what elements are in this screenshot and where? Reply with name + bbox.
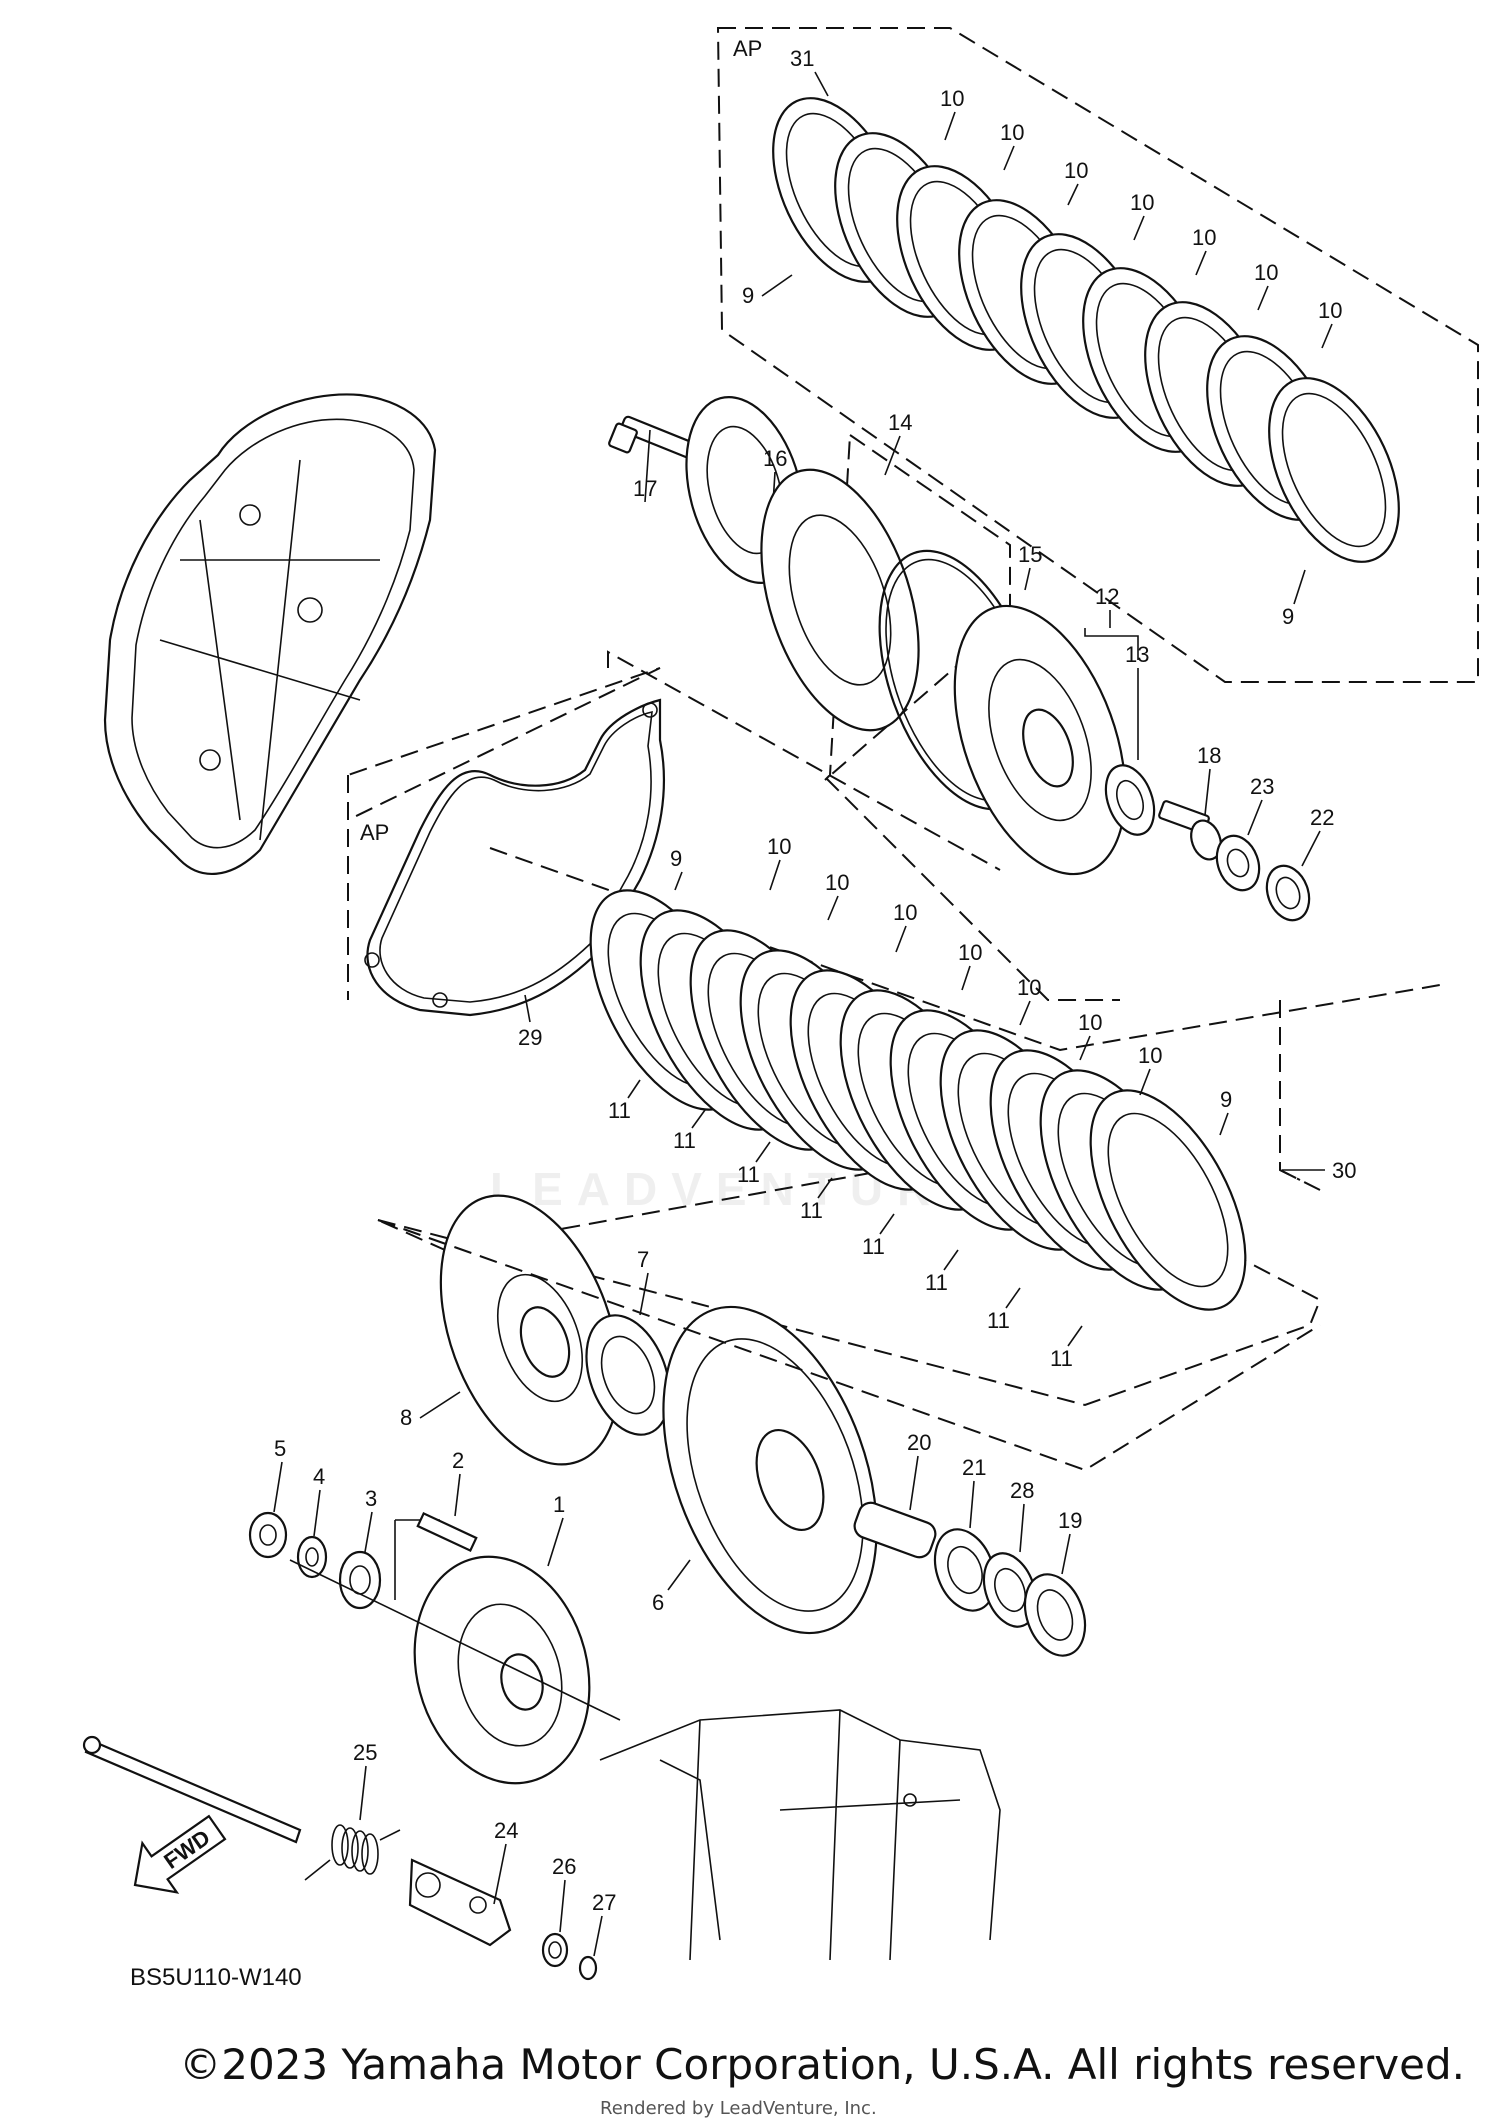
callout-28: 28 [1010,1478,1034,1503]
crankcase-cover [103,393,437,876]
callout-8: 8 [400,1405,412,1430]
callout-10-d: 10 [1130,190,1154,215]
callout-2: 2 [452,1448,464,1473]
callout-14: 14 [888,410,912,435]
callout-30: 30 [1332,1158,1356,1183]
callout-29: 29 [518,1025,542,1050]
callout-21: 21 [962,1455,986,1480]
callout-13: 13 [1125,642,1149,667]
pressure-plate-box [824,433,1120,1001]
callout-5: 5 [274,1436,286,1461]
engine-case [599,1709,1001,1961]
callout-11-m2: 11 [673,1128,696,1153]
callout-27: 27 [592,1890,616,1915]
top-friction-plates [772,97,1400,563]
callout-10-m2: 10 [825,870,849,895]
push-piece-18 [1158,800,1222,861]
callout-11-m6: 11 [925,1270,948,1295]
washer-19 [1023,1573,1087,1657]
callout-31: 31 [790,46,814,71]
nut-23 [1215,834,1261,892]
callout-18: 18 [1197,743,1221,768]
clip-27 [578,1955,598,1981]
callout-10-m5: 10 [1017,975,1041,1000]
callout-11-m4: 11 [800,1198,823,1223]
mid-plates [589,889,1247,1311]
nut-5 [248,1511,288,1559]
callout-3: 3 [365,1486,377,1511]
fwd-arrow-icon: FWD [133,1814,227,1894]
callout-9-top-left: 9 [742,283,754,308]
top-kit-box: AP [716,27,1479,683]
callout-9-mid-right: 9 [1220,1087,1232,1112]
washer-26 [541,1932,569,1968]
callout-10-m6: 10 [1078,1010,1102,1035]
callout-15: 15 [1018,542,1042,567]
callout-10-f: 10 [1254,260,1278,285]
callout-12: 12 [1095,584,1119,609]
callout-9-mid-left: 9 [670,846,682,871]
spring-25 [304,1824,401,1881]
callout-10-c: 10 [1064,158,1088,183]
callout-10-e: 10 [1192,225,1216,250]
cover-gasket [364,698,665,1017]
push-lever-shaft [82,1735,302,1844]
clutch-housing-6 [662,1305,878,1635]
callout-25: 25 [353,1740,377,1765]
callout-11-m3: 11 [737,1162,760,1187]
callout-11-m7: 11 [987,1308,1010,1333]
primary-gear-1 [413,1555,591,1785]
callout-23: 23 [1250,774,1274,799]
callout-1: 1 [553,1492,565,1517]
callout-10-a: 10 [940,86,964,111]
copyright-notice: ©2023 Yamaha Motor Corporation, U.S.A. A… [179,2040,1465,2089]
callout-6: 6 [652,1590,664,1615]
bearing-21 [933,1528,997,1612]
callout-24: 24 [494,1818,518,1843]
clutch-boss-8 [439,1194,621,1466]
bearing-13 [1104,764,1156,836]
callout-10-m7: 10 [1138,1043,1162,1068]
diagram-code: BS5U110-W140 [130,1964,302,1991]
callout-7: 7 [637,1247,649,1272]
gasket-kit-box: AP [347,650,1001,1000]
kit-label-ap-top: AP [733,36,762,61]
plate-14 [760,468,920,732]
callout-10-b: 10 [1000,120,1024,145]
callout-4: 4 [313,1464,325,1489]
callout-10-g: 10 [1318,298,1342,323]
pressure-plate-12 [953,604,1127,876]
callout-10-m3: 10 [893,900,917,925]
callout-16: 16 [763,446,787,471]
callout-9-top-right: 9 [1282,604,1294,629]
ring-7 [585,1314,671,1436]
callout-19: 19 [1058,1508,1082,1533]
callout-20: 20 [907,1430,931,1455]
callout-26: 26 [552,1854,576,1879]
key-2 [416,1511,478,1553]
callout-10-m4: 10 [958,940,982,965]
callout-10-m1: 10 [767,834,791,859]
lever-24 [408,1858,512,1947]
callout-11-m1: 11 [608,1098,631,1123]
washer-22 [1265,864,1311,922]
callout-11-m8: 11 [1050,1346,1073,1371]
rendered-by-note: Rendered by LeadVenture, Inc. [600,2098,877,2119]
collar-3 [338,1550,382,1610]
bolt-17 [608,415,700,461]
collar-20 [853,1501,937,1559]
kit-label-ap-mid: AP [360,820,389,845]
callout-11-m5: 11 [862,1234,885,1259]
callout-22: 22 [1310,805,1334,830]
